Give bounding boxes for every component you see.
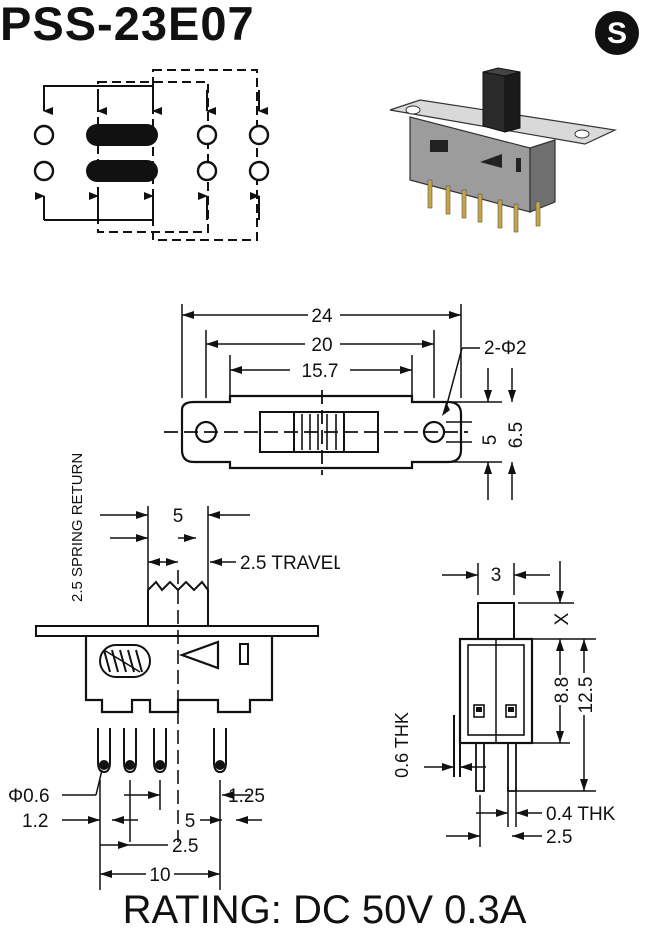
dim-5-bottom: 5 [185,811,196,832]
contact [196,160,218,182]
spring-return-label: 2.5 SPRING RETURN [69,453,86,602]
dim-10: 10 [149,865,170,886]
dim-12-5: 12.5 [576,677,597,714]
top-view-drawing: 24 20 15.7 2-Φ2 5 6.5 [164,304,527,500]
slider-bar-top [86,124,158,146]
pin-dia: Φ0.6 [8,786,50,807]
dim-15-7: 15.7 [302,361,339,382]
rating-label: RATING: DC 50V 0.3A [122,888,527,932]
part-number-title: PSS-23E07 [0,0,255,50]
contact [248,124,270,146]
contact [196,124,218,146]
contact [33,124,55,146]
travel-label: 2.5 TRAVEL [240,553,340,574]
dim-5: 5 [480,435,501,446]
dim-5-top: 5 [173,506,184,527]
thk-0-6: 0.6 THK [392,712,412,778]
end-view-drawing: 3 X 8.8 12.5 0.6 THK [392,561,616,848]
slider-bar-bottom [86,160,158,182]
side-view-drawing: 2.5 SPRING RETURN 5 2.5 TRAVEL [8,453,340,890]
dim-x: X [552,612,573,625]
dim-24: 24 [311,306,333,327]
manufacturer-logo: S [595,11,639,55]
thk-0-4: 0.4 THK [546,804,616,825]
switch-schematic [33,69,270,241]
logo-letter: S [607,17,627,50]
dim-1-25: 1.25 [228,786,265,807]
dim-1-2: 1.2 [22,811,48,832]
dim-3: 3 [491,565,502,586]
dim-8-8: 8.8 [552,677,573,703]
contact [248,160,270,182]
dim-2-5: 2.5 [172,836,198,857]
dim-hole: 2-Φ2 [484,338,527,359]
contact [33,160,55,182]
dim-6-5: 6.5 [506,422,527,448]
switch-product-image [389,67,618,233]
dim-2-5-end: 2.5 [546,827,572,848]
dashed-throw-right [152,69,258,241]
dim-20: 20 [311,335,332,356]
